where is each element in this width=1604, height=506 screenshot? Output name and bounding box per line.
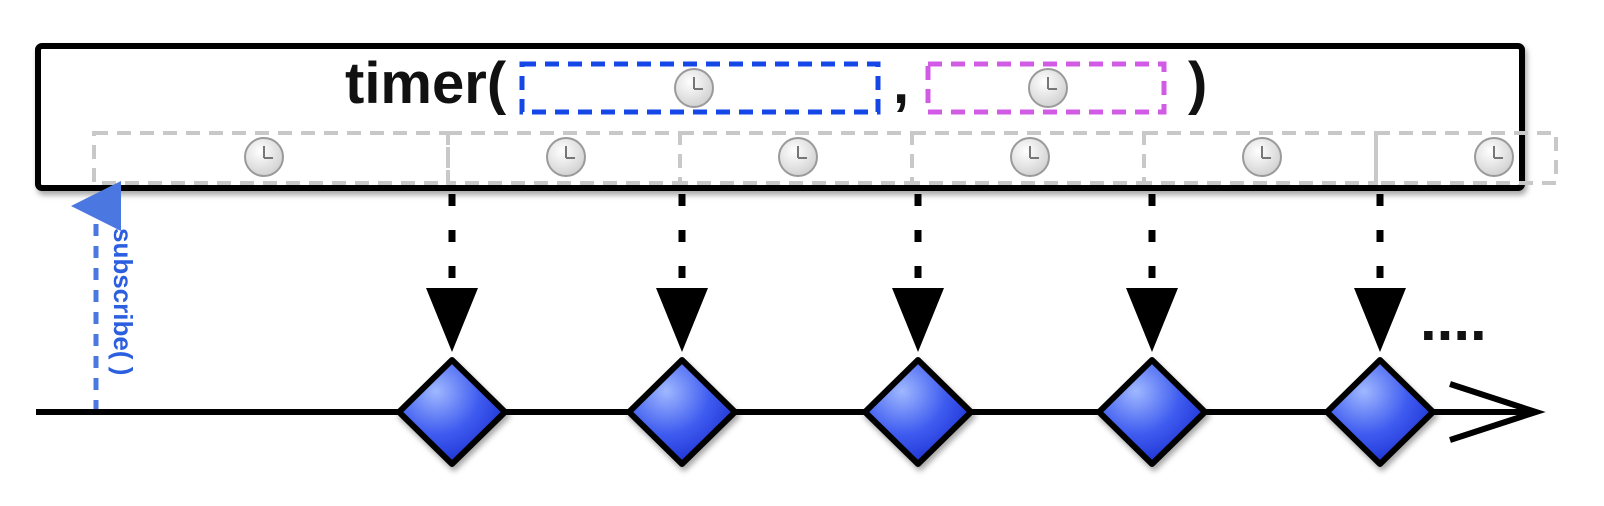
- clock-icon: [1242, 137, 1282, 177]
- clock-icons: [244, 68, 1514, 177]
- operator-name: timer(: [345, 51, 507, 116]
- down-arrow-icon: [1354, 288, 1406, 352]
- emission-diamond: [862, 357, 974, 467]
- emission-4: [1096, 194, 1208, 467]
- emission-1: [396, 194, 508, 467]
- emission-diamond: [1096, 357, 1208, 467]
- timeline-arrowhead: [1449, 381, 1546, 443]
- continuation-ellipsis: ....: [1420, 286, 1487, 353]
- clock-icon: [546, 137, 586, 177]
- clock-icon: [1028, 68, 1068, 108]
- emission-diamond: [396, 357, 508, 467]
- emission-5: [1324, 194, 1436, 467]
- operator-box: [35, 43, 1525, 191]
- operator-separator: ,: [893, 51, 909, 116]
- emission-3: [862, 194, 974, 467]
- clock-icon: [244, 137, 284, 177]
- operator-close: ): [1188, 51, 1207, 116]
- interval-boxes: [92, 131, 1558, 185]
- period-box: [925, 61, 1167, 115]
- down-arrow-icon: [892, 288, 944, 352]
- clock-icon: [1474, 137, 1514, 177]
- down-arrow-icon: [426, 288, 478, 352]
- clock-icon: [1010, 137, 1050, 177]
- initial-delay-box: [519, 61, 881, 115]
- emissions: [396, 194, 1436, 467]
- emission-diamond: [626, 357, 738, 467]
- emission-2: [626, 194, 738, 467]
- clock-icon: [778, 137, 818, 177]
- emission-diamond: [1324, 357, 1436, 467]
- down-arrow-icon: [1126, 288, 1178, 352]
- down-arrow-icon: [656, 288, 708, 352]
- subscribe-label: subscribe( ): [108, 228, 138, 375]
- clock-icon: [674, 68, 714, 108]
- interval-box-5: [1142, 131, 1378, 185]
